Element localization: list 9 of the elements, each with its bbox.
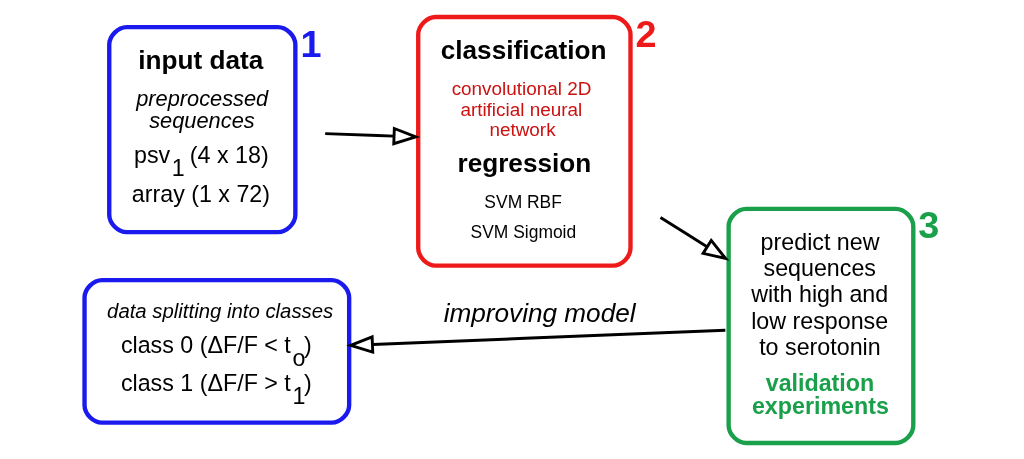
node-label: 3: [918, 203, 940, 246]
arrow: [325, 125, 421, 146]
node-box: predict new sequences with high and low response to serotonin validation experiments: [726, 206, 916, 445]
node-label: 1: [300, 22, 322, 65]
arrow: [659, 215, 730, 261]
node-box: classification convolutional 2D artificial neural network regression SVM RBF SVM Sigmoid: [416, 14, 633, 268]
arrow: [346, 328, 726, 354]
node-label: 2: [635, 12, 657, 55]
edge-label: improving model: [443, 297, 636, 328]
